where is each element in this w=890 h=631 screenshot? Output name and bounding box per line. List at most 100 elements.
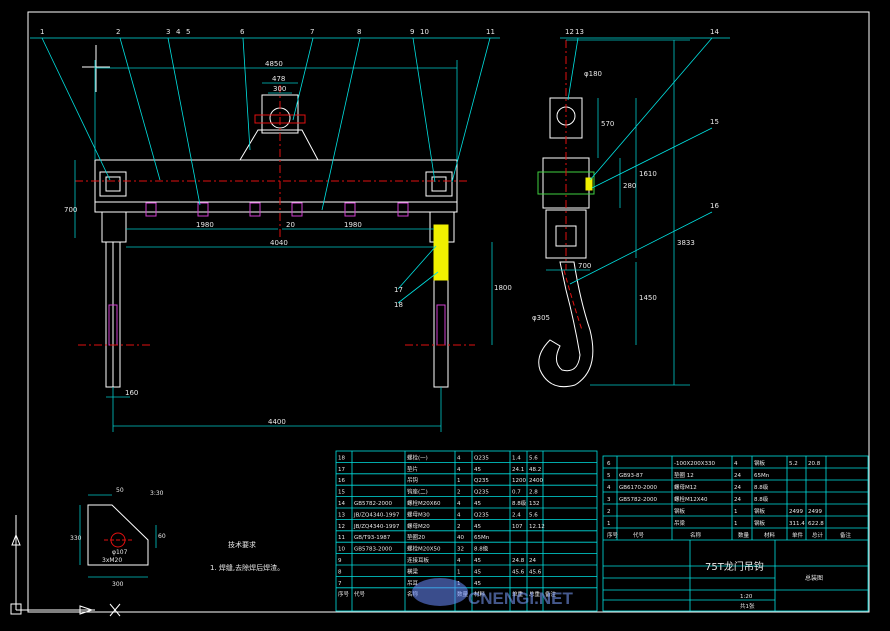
lifting-lug-base	[239, 129, 319, 161]
bom-right-cell: 2499	[789, 509, 803, 515]
ucs-box	[10, 603, 22, 615]
bom-left-cell: 螺栓(一)	[407, 453, 428, 461]
balloon: 15	[710, 118, 719, 126]
watermark: CNENGI.NET	[412, 578, 573, 608]
bom-right-frame	[602, 455, 869, 612]
bom-right-rows	[603, 467, 868, 529]
bom-right-cell: 8.8级	[754, 495, 769, 503]
side-dimensions	[546, 39, 690, 386]
watermark-logo	[412, 578, 468, 606]
bom-left-cell: 4	[457, 467, 461, 473]
detail-plate	[87, 504, 149, 566]
bom-left-cell: 15	[338, 490, 345, 496]
bom-left-cell: 钩座(二)	[407, 488, 428, 496]
leaders	[30, 37, 730, 304]
bom-left-cell: 1200	[512, 478, 526, 484]
bom-left-cell: 45	[474, 581, 481, 587]
end-block-right	[425, 171, 453, 197]
bom-left-cell: GB/T93-1987	[354, 535, 391, 541]
bom-left-cell: 4	[457, 455, 461, 461]
bom-left-cell: 序号	[338, 590, 350, 598]
bom-right-cell: 5.2	[789, 461, 798, 467]
dim-text: 1610	[639, 170, 657, 178]
bom-left-cell: 40	[457, 535, 464, 541]
dim-text: 1980	[196, 221, 214, 229]
bolt	[197, 202, 209, 217]
notes-title: 技术要求	[228, 540, 256, 549]
leader	[412, 37, 436, 183]
dim-text: 20	[286, 221, 295, 229]
dim-text: 300	[273, 85, 286, 93]
title-block-text: 75T龙门吊钩 总装图 1:20 共1张	[705, 560, 823, 610]
bom-left-cell: 65Mn	[474, 535, 490, 541]
dim-text: 160	[125, 389, 138, 397]
dim-text: 300	[112, 581, 124, 588]
bom-left-cell: 107	[512, 524, 523, 530]
balloon-labels: 1 2 3 4 5 6 7 8 9 10 11 12 13 14 15 16 1…	[40, 28, 719, 309]
bom-left-table	[335, 450, 598, 612]
bom-left-cell: 5.6	[529, 512, 538, 518]
bom-left-cell: 吊钩	[407, 476, 419, 484]
balloon: 9	[410, 28, 414, 36]
plate-text: 50 3:30 330 60 300 φ107 3xM20	[70, 487, 166, 588]
bolt	[249, 202, 261, 217]
dim-text: 330	[70, 535, 82, 542]
leader	[397, 271, 439, 304]
bom-left-cell: 2	[457, 490, 461, 496]
bom-left-cell: 1	[457, 478, 461, 484]
bom-right-cell: 1	[607, 521, 611, 527]
leader	[589, 37, 713, 181]
sheet: 共1张	[740, 602, 755, 610]
dim-text: φ305	[532, 314, 550, 322]
ucs-arrow-y	[11, 533, 21, 546]
bom-right-cell: 20.8	[808, 461, 821, 467]
bom-right-head: 代号	[633, 531, 645, 539]
dim-text: 1980	[344, 221, 362, 229]
end-block-right-inner	[431, 176, 447, 192]
dim-text: 1800	[494, 284, 512, 292]
drawing-frame	[27, 11, 870, 613]
bom-left-cell: 14	[338, 501, 345, 507]
leader	[591, 127, 713, 189]
leader	[451, 37, 491, 183]
bom-right-head: 名称	[690, 531, 702, 539]
bom-left-cell: JB/ZQ4340-1997	[353, 512, 400, 518]
watermark-text: CNENGI.NET	[468, 589, 573, 608]
bom-left-cell: Q235	[474, 478, 489, 484]
balloon: 12	[565, 28, 574, 36]
bom-left-cell: 总重	[529, 590, 541, 598]
drawing-title: 75T龙门吊钩	[705, 560, 764, 573]
dim-text: 4400	[268, 418, 286, 426]
bom-left-cell: 吊耳	[407, 580, 419, 587]
leader	[397, 245, 437, 290]
dim-text: 4850	[265, 60, 283, 68]
balloon: 1	[40, 28, 44, 36]
leader	[321, 37, 361, 211]
bom-left-cell: 24.8	[512, 558, 525, 564]
bom-right-head: 单件	[792, 531, 804, 539]
dim-text: 478	[272, 75, 285, 83]
drawing-number: 总装图	[805, 574, 823, 582]
bom-left-cell: 45.6	[512, 569, 525, 575]
bom-right-head: 数量	[738, 531, 750, 539]
dim-text: 3833	[677, 239, 695, 247]
bom-left-cell: 11	[338, 535, 345, 541]
bom-left-cell: 45	[474, 558, 481, 564]
side-yellow-strip	[585, 177, 593, 191]
balloon: 4	[176, 28, 181, 36]
scale: 1:20	[740, 594, 753, 600]
tech-notes: 技术要求 1. 焊缝,去除焊后焊渣。	[210, 540, 284, 572]
bom-right-cell: 4	[734, 461, 738, 467]
bom-right-cell: 吊梁	[674, 519, 686, 527]
bom-right-cell: 钢板	[754, 459, 766, 467]
dim-text: φ180	[584, 70, 602, 78]
bom-left-cell: 材料	[474, 590, 486, 598]
bom-right-cell: 2	[607, 509, 611, 515]
bom-left-cell: 8.8级	[512, 499, 527, 507]
bom-left-cell: 垫圈20	[407, 533, 425, 541]
bom-left-cell: 24.1	[512, 467, 524, 473]
dim-text: 50	[116, 487, 124, 494]
bom-right-cell: 钢板	[754, 519, 766, 527]
bom-left-cell: 4	[457, 501, 461, 507]
